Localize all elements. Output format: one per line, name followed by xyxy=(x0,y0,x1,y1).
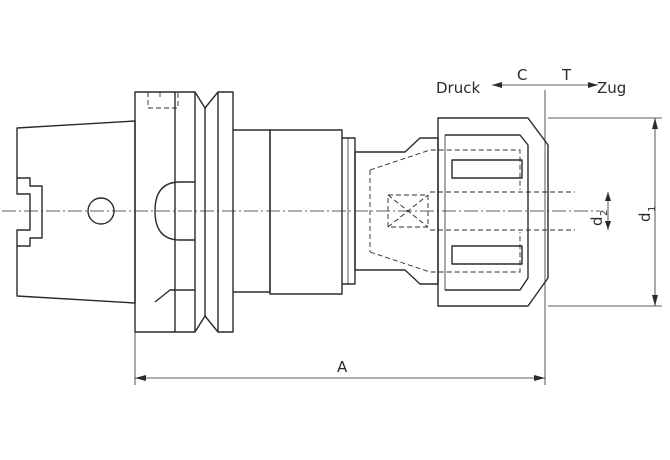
label-d2-base: d xyxy=(588,216,606,226)
holder-body xyxy=(269,129,439,295)
taper-shank xyxy=(16,120,136,304)
label-d2: d 2 xyxy=(588,210,610,226)
label-a: A xyxy=(337,358,348,376)
label-zug: Zug xyxy=(597,79,626,97)
dimension-d2 xyxy=(605,192,611,230)
label-d1-sub: 1 xyxy=(647,206,658,212)
hidden-collet xyxy=(369,149,575,273)
label-c: C xyxy=(517,66,527,84)
label-d2-sub: 2 xyxy=(599,210,610,216)
label-d1: d 1 xyxy=(636,206,658,222)
clamping-nut xyxy=(437,117,549,307)
flange-collar xyxy=(134,91,271,333)
dimension-d1 xyxy=(548,117,662,307)
label-t: T xyxy=(561,66,572,84)
label-d1-base: d xyxy=(636,212,654,222)
dimension-c-t xyxy=(492,82,598,88)
label-druck: Druck xyxy=(436,79,480,97)
dimension-a xyxy=(134,90,546,385)
drive-hole xyxy=(87,197,115,225)
